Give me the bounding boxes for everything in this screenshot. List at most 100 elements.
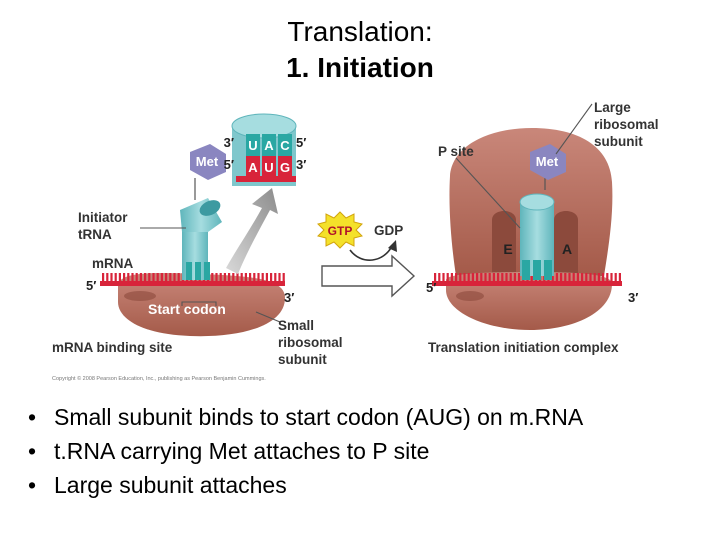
mrna-base	[492, 273, 495, 282]
mrna-base	[160, 273, 163, 282]
title-line-2: 1. Initiation	[286, 52, 434, 83]
mrna-base	[278, 273, 281, 282]
mrna-base	[450, 273, 453, 282]
mrna-base	[219, 273, 222, 282]
mrna-base	[106, 273, 109, 282]
mrna-base	[211, 273, 214, 282]
initiator-trna-left	[180, 178, 222, 280]
mrna-base	[442, 273, 445, 282]
met-hexagon-left	[190, 144, 226, 180]
complex-label: Translation initiation complex	[428, 340, 619, 355]
mrna-base	[467, 273, 470, 282]
anticodon-base-3: C	[280, 138, 290, 153]
mrna-base	[127, 273, 130, 282]
small-subunit-label-3: subunit	[278, 352, 327, 367]
mrna-base	[148, 273, 151, 282]
bullet-item: Small subunit binds to start codon (AUG)…	[28, 400, 708, 434]
bullet-list: Small subunit binds to start codon (AUG)…	[28, 400, 708, 502]
binding-site-label: mRNA binding site	[52, 340, 173, 355]
mrna-base	[564, 273, 567, 282]
mrna-base	[484, 273, 487, 282]
p-site-label: P site	[438, 144, 474, 159]
process-arrow	[321, 254, 416, 298]
mrna-base	[446, 273, 449, 282]
mrna-base	[114, 273, 117, 282]
trna-label: tRNA	[78, 227, 112, 242]
mrna-base	[497, 273, 500, 282]
mrna-base	[282, 273, 285, 282]
title-line-1: Translation:	[287, 16, 433, 47]
mrna-base	[118, 273, 121, 282]
codon-3-prime: 3′	[296, 157, 306, 172]
small-ribosomal-subunit-right	[446, 272, 612, 330]
mrna-base	[501, 273, 504, 282]
small-subunit-label-1: Small	[278, 318, 314, 333]
gtp-gdp-arrow	[349, 245, 393, 261]
mrna-base	[585, 273, 588, 282]
mrna-base	[459, 273, 462, 282]
leader-lines-left	[140, 227, 281, 323]
mrna-base	[463, 273, 466, 282]
large-subunit-label-2: ribosomal	[594, 117, 659, 132]
codon-base-3: G	[280, 160, 290, 175]
gtp-starburst	[317, 211, 363, 249]
initiator-label: Initiator	[78, 210, 128, 225]
gtp-label: GTP	[328, 224, 353, 238]
mrna-base	[488, 273, 491, 282]
codon-5-prime: 5′	[224, 157, 234, 172]
mrna-base	[244, 273, 247, 282]
anticodon-base-1: U	[248, 138, 257, 153]
mrna-base	[261, 273, 264, 282]
mrna-base	[602, 273, 605, 282]
mrna-base	[215, 273, 218, 282]
mrna-base	[589, 273, 592, 282]
mrna-base	[614, 273, 617, 282]
mrna-base	[476, 273, 479, 282]
mrna-base	[240, 273, 243, 282]
mrna-base	[223, 273, 226, 282]
copyright-text: Copyright © 2008 Pearson Education, Inc.…	[52, 375, 266, 382]
mrna-base	[438, 273, 441, 282]
mrna-base	[560, 273, 563, 282]
anticodon-3-prime: 3′	[224, 135, 234, 150]
gdp-label: GDP	[374, 223, 403, 238]
mrna-base	[165, 273, 168, 282]
mrna-base	[581, 273, 584, 282]
mrna-base	[144, 273, 147, 282]
mrna-base	[249, 273, 252, 282]
mrna-base	[135, 273, 138, 282]
mrna-base	[274, 273, 277, 282]
mrna-base	[232, 273, 235, 282]
mrna-base	[471, 273, 474, 282]
mrna-base	[228, 273, 231, 282]
mrna-5-prime-left: 5′	[86, 278, 96, 293]
mrna-base	[555, 273, 558, 282]
mrna-base	[576, 273, 579, 282]
start-codon-label: Start codon	[148, 301, 226, 317]
mrna-base	[597, 273, 600, 282]
mrna-base	[572, 273, 575, 282]
leader-lines-right	[455, 103, 593, 229]
mrna-base	[139, 273, 142, 282]
mrna-base	[518, 273, 521, 282]
mrna-base	[173, 273, 176, 282]
codon-base-2: U	[264, 160, 273, 175]
mrna-base	[455, 273, 458, 282]
translation-initiation-diagram: Met 3′ 5′ U A C 5′ 3′ A U G Initiator tR…	[0, 90, 720, 390]
mrna-base	[152, 273, 155, 282]
mrna-base	[568, 273, 571, 282]
mrna-base	[169, 273, 172, 282]
mrna-base	[593, 273, 596, 282]
mrna-base	[156, 273, 159, 282]
bullet-item: t.RNA carrying Met attaches to P site	[28, 434, 708, 468]
mrna-3-prime-left: 3′	[284, 290, 294, 305]
met-label-right: Met	[536, 154, 559, 169]
mrna-base	[509, 273, 512, 282]
mrna-base	[265, 273, 268, 282]
mrna-base	[236, 273, 239, 282]
slide-title: Translation: 1. Initiation	[0, 14, 720, 86]
mrna-base	[505, 273, 508, 282]
a-site-label: A	[562, 241, 572, 257]
anticodon-base-2: A	[264, 138, 274, 153]
bullet-item: Large subunit attaches	[28, 468, 708, 502]
